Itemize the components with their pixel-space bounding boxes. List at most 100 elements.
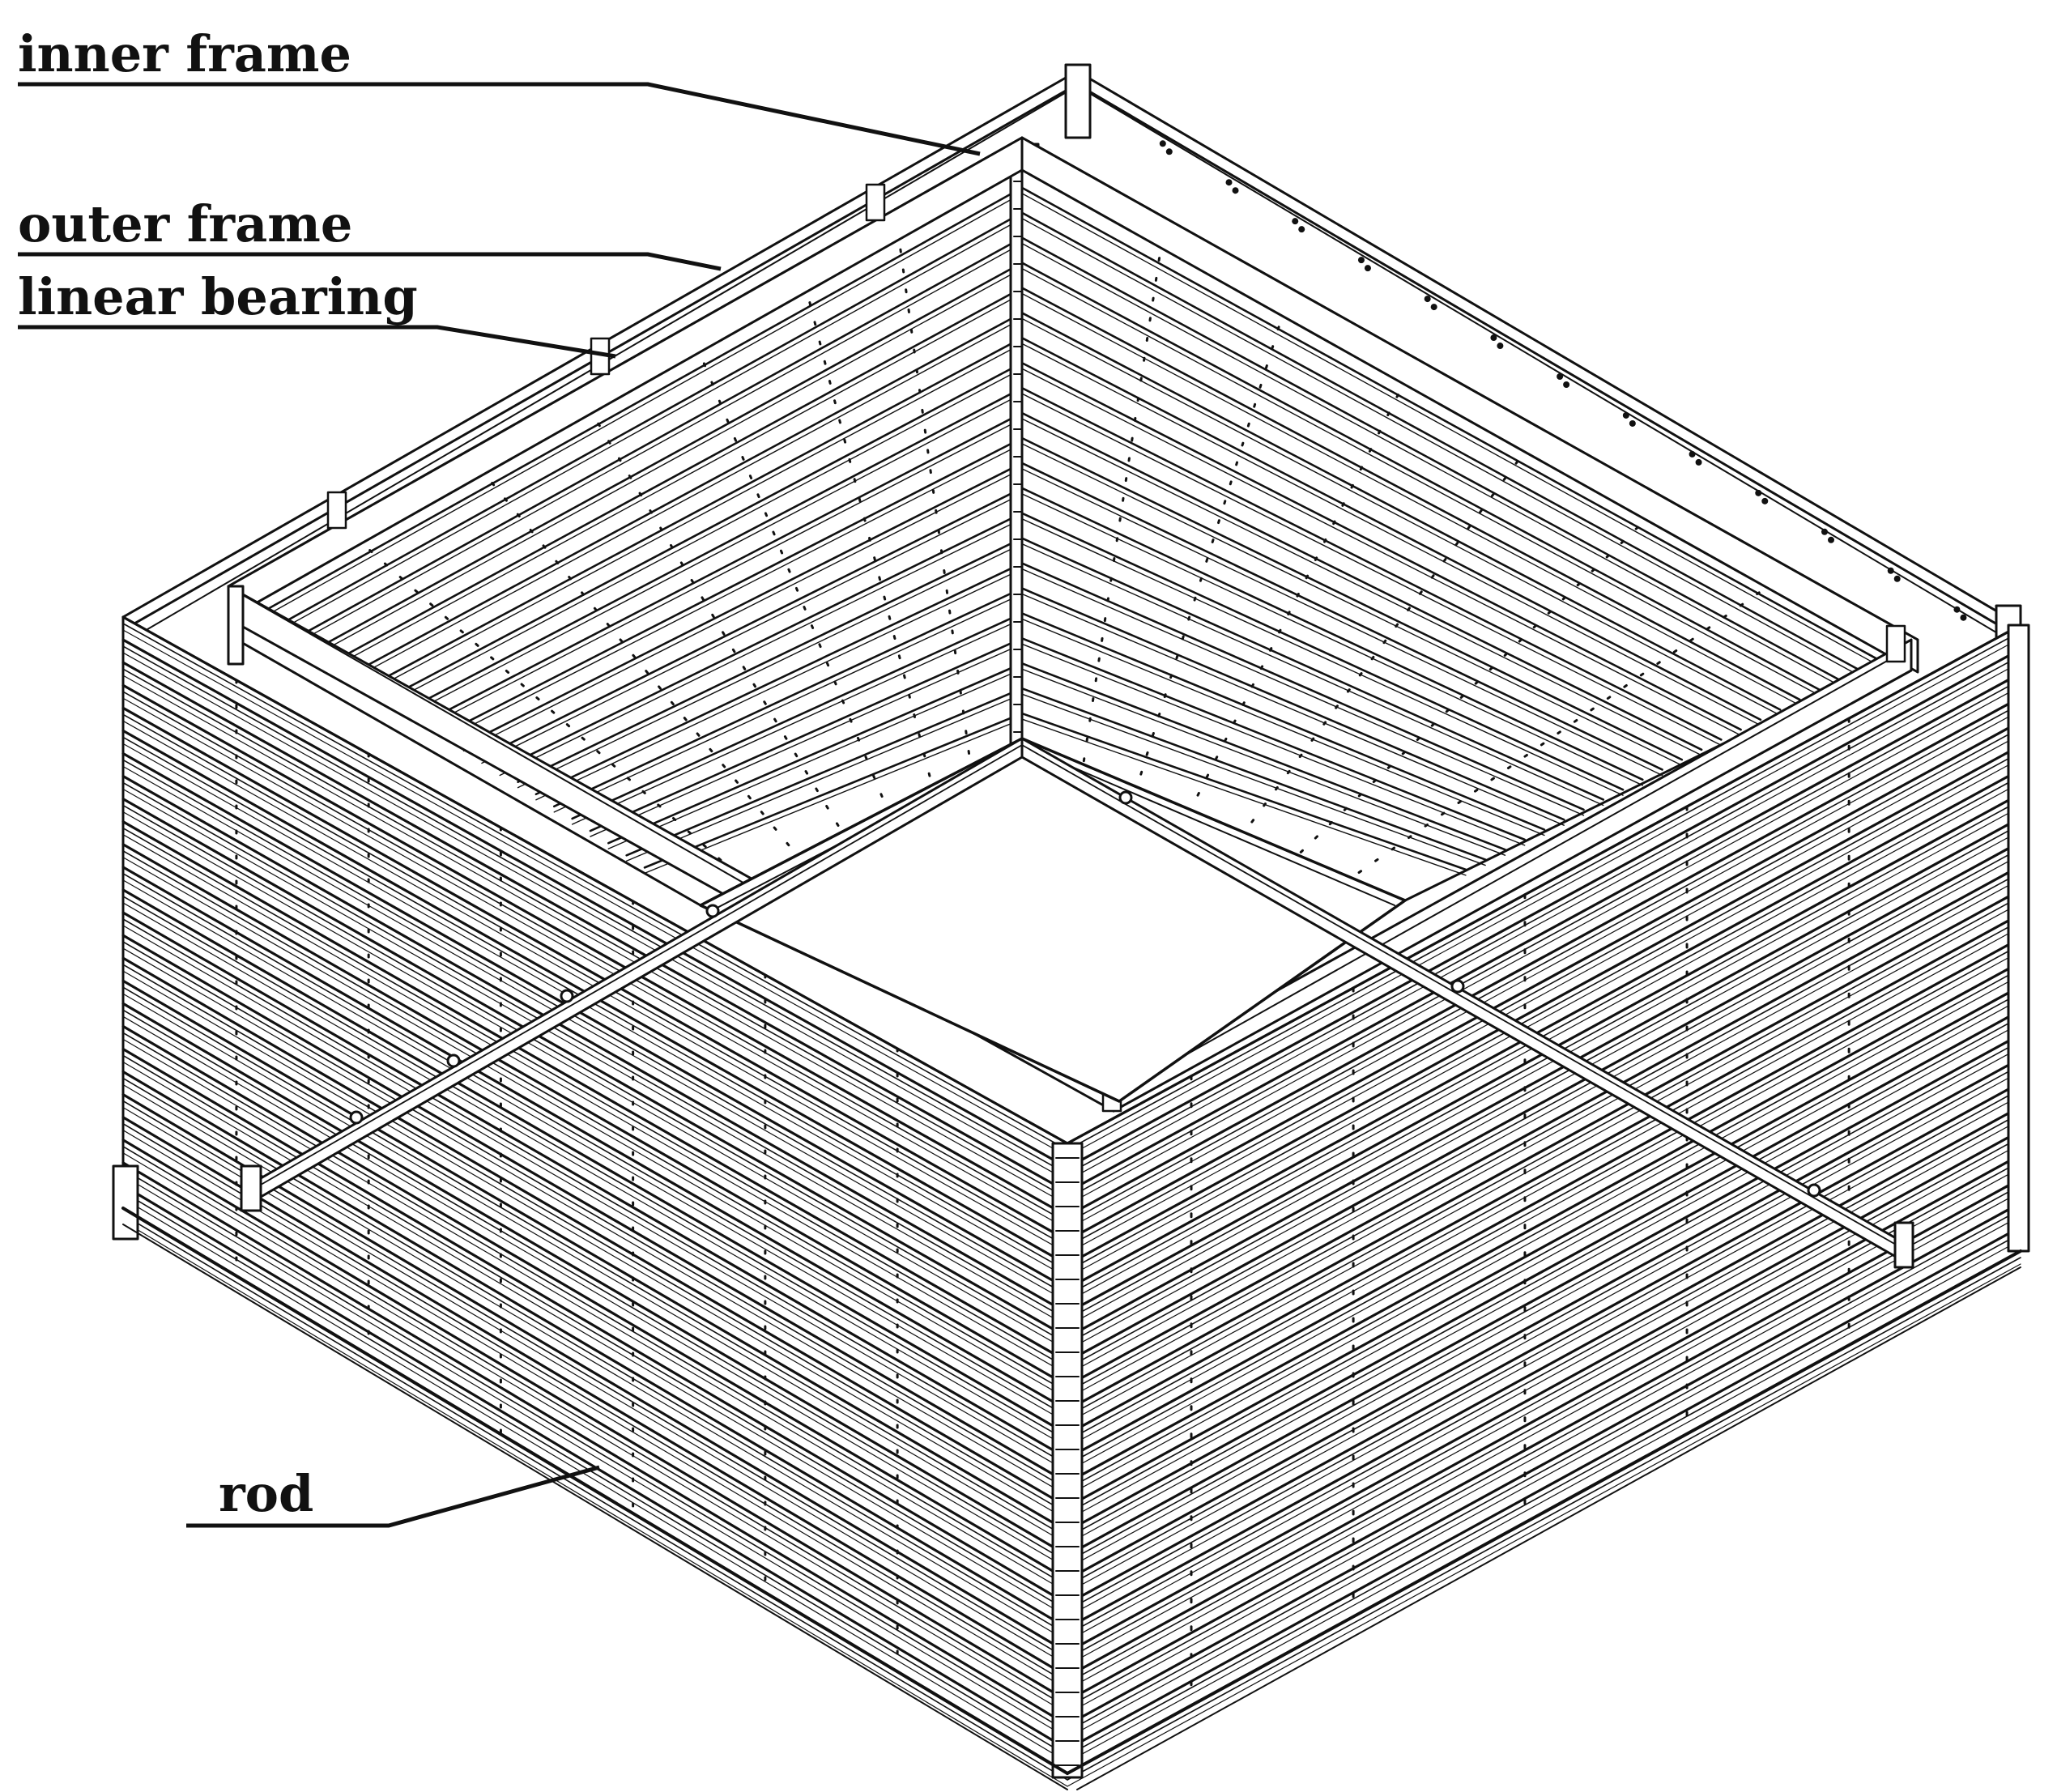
front-left-slat-inner [122, 964, 1068, 1514]
back-right-slat-edge [1021, 393, 1723, 747]
back-right-hole-column [1297, 497, 1668, 857]
back-right-slat [1020, 186, 1880, 661]
front-left-slat-lip [122, 743, 1068, 1279]
front-right-slat [1066, 913, 2022, 1436]
front-left-slat [121, 1047, 1069, 1606]
back-right-slat-edge [1021, 292, 1801, 706]
front-left-slat [121, 638, 1069, 1169]
front-left-slat-inner [122, 623, 1068, 1151]
front-right-slat-lip [1067, 1119, 2021, 1642]
back-left-slat-edge [427, 418, 1023, 727]
back-right-slat-edge [1021, 568, 1585, 816]
front-left-slat-lip [122, 1107, 1068, 1666]
front-right-slat-lip [1067, 998, 2021, 1521]
rod-left-end-block [240, 1164, 262, 1212]
back-left-slat [462, 462, 1024, 747]
front-right-slat [1066, 1009, 2022, 1533]
back-left-slat-edge [462, 468, 1023, 752]
opening-inner-edge [1028, 747, 1395, 906]
back-right-slat-edge [1021, 593, 1565, 826]
front-right-slat-inner [1067, 751, 2021, 1272]
back-left-slat [534, 562, 1024, 796]
outer-frame-hole [1689, 450, 1696, 458]
back-right-slat-edge [1021, 218, 1859, 676]
back-left-slat [263, 186, 1024, 612]
back-left-slat [281, 211, 1024, 624]
outer-frame-top-post [1064, 63, 1092, 139]
front-right-slat [1066, 1201, 2022, 1726]
front-right-slat-inner [1067, 847, 2021, 1369]
front-left-slat-inner [122, 1214, 1068, 1781]
outer-frame-hole [1828, 536, 1834, 543]
front-left-slat-lip [122, 834, 1068, 1375]
front-right-slat-inner [1067, 1015, 2021, 1539]
front-right-slat-inner [1067, 943, 2021, 1466]
front-left-corner-post [112, 1164, 139, 1241]
back-right-slat-edge [1021, 317, 1781, 717]
front-right-slat-lip [1067, 1191, 2021, 1714]
back-right-hole-column [1189, 357, 1418, 811]
back-right-slat [1020, 687, 1487, 861]
linear-bearing-block [590, 337, 611, 376]
front-right-slat-lip [1067, 902, 2021, 1424]
outer-frame-hole [1424, 296, 1431, 303]
linear-bearing-block [1885, 624, 1906, 663]
back-left-slat [426, 411, 1024, 722]
back-left-slat-edge [408, 393, 1023, 715]
front-left-slat-inner [122, 645, 1068, 1175]
front-right-slat-inner [1067, 968, 2021, 1490]
back-right-slat-edge [1021, 368, 1742, 736]
back-right-slat-edge [1021, 193, 1880, 666]
back-left-slat [625, 687, 1024, 857]
front-right-slat-lip [1067, 830, 2021, 1351]
front-left-slat [121, 1024, 1069, 1581]
back-right-slat [1020, 436, 1684, 761]
back-right-slat [1020, 411, 1703, 751]
back-right-slat-edge [1021, 468, 1663, 777]
front-left-slat-inner [122, 896, 1068, 1441]
bottom-rod-right [1066, 1249, 2022, 1775]
outer-frame-hole [1490, 334, 1497, 342]
front-left-slat [121, 798, 1069, 1339]
front-left-slat-lip [122, 811, 1068, 1351]
back-right-slat [1020, 537, 1605, 801]
inner-frame-leader [18, 82, 981, 156]
back-right-hole-column [1350, 568, 1794, 879]
front-right-slat-lip [1067, 950, 2021, 1472]
front-right-slat [1066, 720, 2022, 1242]
rod-left-brace-edge [250, 744, 1023, 1191]
front-left-slat-inner [122, 1122, 1068, 1684]
front-right-slat-lip [1067, 758, 2021, 1279]
outer-frame-hole [1629, 419, 1636, 427]
back-left-slat-edge [263, 193, 1023, 617]
front-left-slat [121, 1002, 1069, 1557]
outer-frame-hole [1887, 567, 1894, 574]
back-left-slat [552, 587, 1024, 808]
outer-frame-leader [18, 252, 722, 271]
back-right-slat-edge [1021, 543, 1604, 807]
front-left-slat-inner [122, 1168, 1068, 1732]
outer-frame-hole [1364, 265, 1371, 272]
back-left-slat [498, 512, 1024, 771]
front-left-slat-inner [122, 1100, 1068, 1660]
front-left-slat-inner [122, 1032, 1068, 1587]
back-left-hole-column [893, 208, 972, 767]
front-right-slat-inner [1067, 1232, 2021, 1756]
outer-frame-right-inner-edge [1084, 90, 2009, 641]
linear-bearing-label: linear bearing [18, 267, 418, 326]
outer-frame-hole [1159, 140, 1166, 147]
front-left-slat-lip [122, 697, 1068, 1230]
front-left-slat-lip [122, 1152, 1068, 1714]
front-right-slat-lip [1067, 1167, 2021, 1690]
back-right-slat [1020, 236, 1841, 681]
back-left-slat-edge [535, 568, 1023, 801]
front-left-slat [121, 1070, 1069, 1630]
front-left-slat-inner [122, 941, 1068, 1490]
back-right-slat [1020, 712, 1467, 871]
back-left-slat-edge [607, 668, 1023, 849]
front-left-slat [121, 1093, 1069, 1654]
front-right-slat-inner [1067, 992, 2021, 1514]
back-left-slat [372, 337, 1024, 686]
front-left-wall [112, 615, 1069, 1787]
back-right-slat [1020, 612, 1546, 831]
